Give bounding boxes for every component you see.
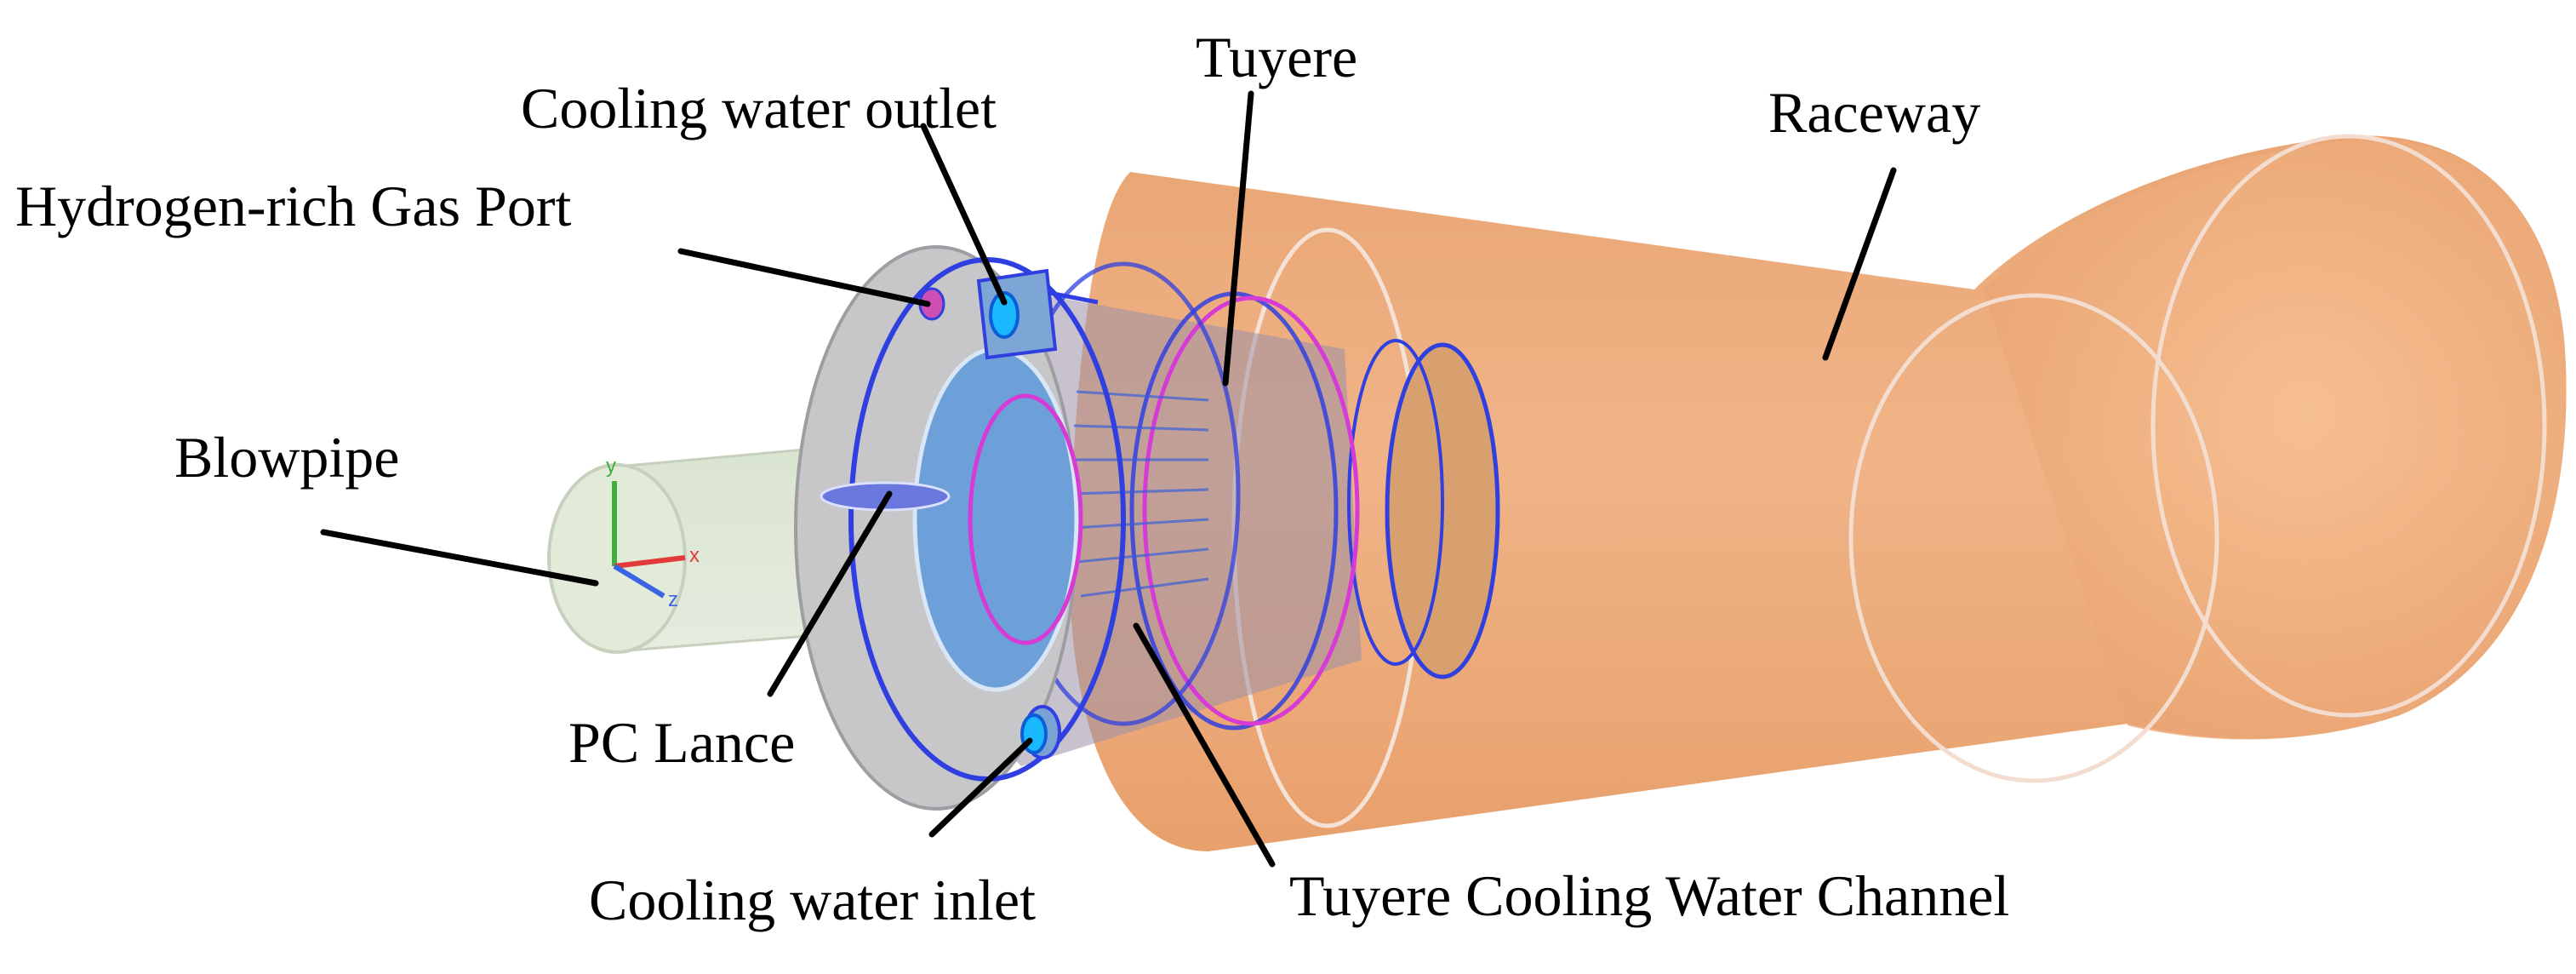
axes-triad: y x z (606, 455, 700, 611)
label-tuyere: Tuyere (1196, 25, 1357, 89)
leader-hydrogen-rich-gas-port (677, 248, 931, 307)
leader-tuyere-cooling-water-channel (1133, 622, 1276, 868)
z-axis-arrow (613, 564, 665, 599)
tuyere-channel-ring (1142, 295, 1360, 726)
leader-cooling-water-inlet (928, 737, 1033, 838)
leader-lines (320, 90, 1897, 868)
x-axis-label: x (689, 544, 700, 567)
leader-tuyere (1222, 90, 1254, 387)
tuyere-bore-ring (912, 347, 1079, 692)
label-blowpipe: Blowpipe (174, 425, 399, 490)
raceway-bulb (1983, 139, 2567, 740)
y-axis-label: y (606, 455, 616, 478)
leader-pc-lance (767, 490, 893, 697)
tuyere (794, 245, 1500, 811)
z-axis-label: z (668, 588, 678, 611)
raceway-section-ring (1848, 293, 2219, 783)
raceway-end-ring (2150, 134, 2547, 718)
x-axis-arrow (614, 555, 686, 569)
label-tuyere-cooling-water-channel: Tuyere Cooling Water Channel (1289, 863, 2009, 928)
label-cooling-water-outlet: Cooling water outlet (521, 76, 997, 140)
leader-cooling-water-outlet (920, 123, 1008, 306)
label-hydrogen-rich-gas-port: Hydrogen-rich Gas Port (15, 174, 572, 238)
label-cooling-water-inlet: Cooling water inlet (589, 868, 1036, 932)
labels: Tuyere Cooling water outlet Raceway Hydr… (15, 25, 2009, 932)
tuyere-nose-edge (1347, 339, 1444, 666)
leader-blowpipe (320, 529, 599, 587)
tuyere-channel-grooves (1071, 390, 1209, 598)
cooling-water-outlet-port (989, 291, 1020, 339)
leader-raceway (1822, 167, 1897, 361)
tuyere-bore (968, 393, 1083, 645)
label-raceway: Raceway (1768, 80, 1980, 145)
label-pc-lance: PC Lance (568, 710, 795, 775)
